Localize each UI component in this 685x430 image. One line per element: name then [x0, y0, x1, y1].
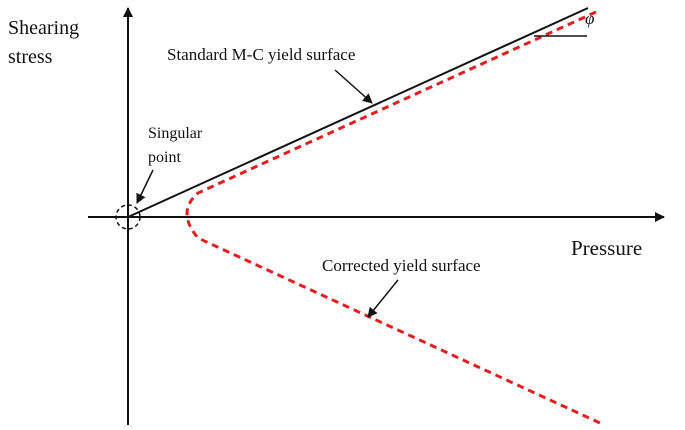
singular-point-circle — [115, 204, 141, 230]
singular-point-label: Singular point — [148, 122, 208, 170]
standard-surface-label: Standard M-C yield surface — [167, 45, 356, 64]
corrected-yield-curve — [185, 10, 601, 425]
y-axis-label-text: Shearing stress — [8, 17, 80, 68]
x-axis-label: Pressure — [571, 236, 643, 260]
corrected-surface-label: Corrected yield surface — [322, 256, 481, 275]
y-axis-label: Shearing stress — [8, 14, 98, 72]
corrected-label-arrow — [367, 279, 399, 318]
singular-point-label-text: Singular point — [148, 125, 203, 166]
standard-yield-line — [127, 7, 589, 218]
singular-label-arrow — [136, 169, 154, 204]
standard-label-arrow — [334, 69, 373, 104]
friction-angle-label: φ — [585, 9, 595, 28]
